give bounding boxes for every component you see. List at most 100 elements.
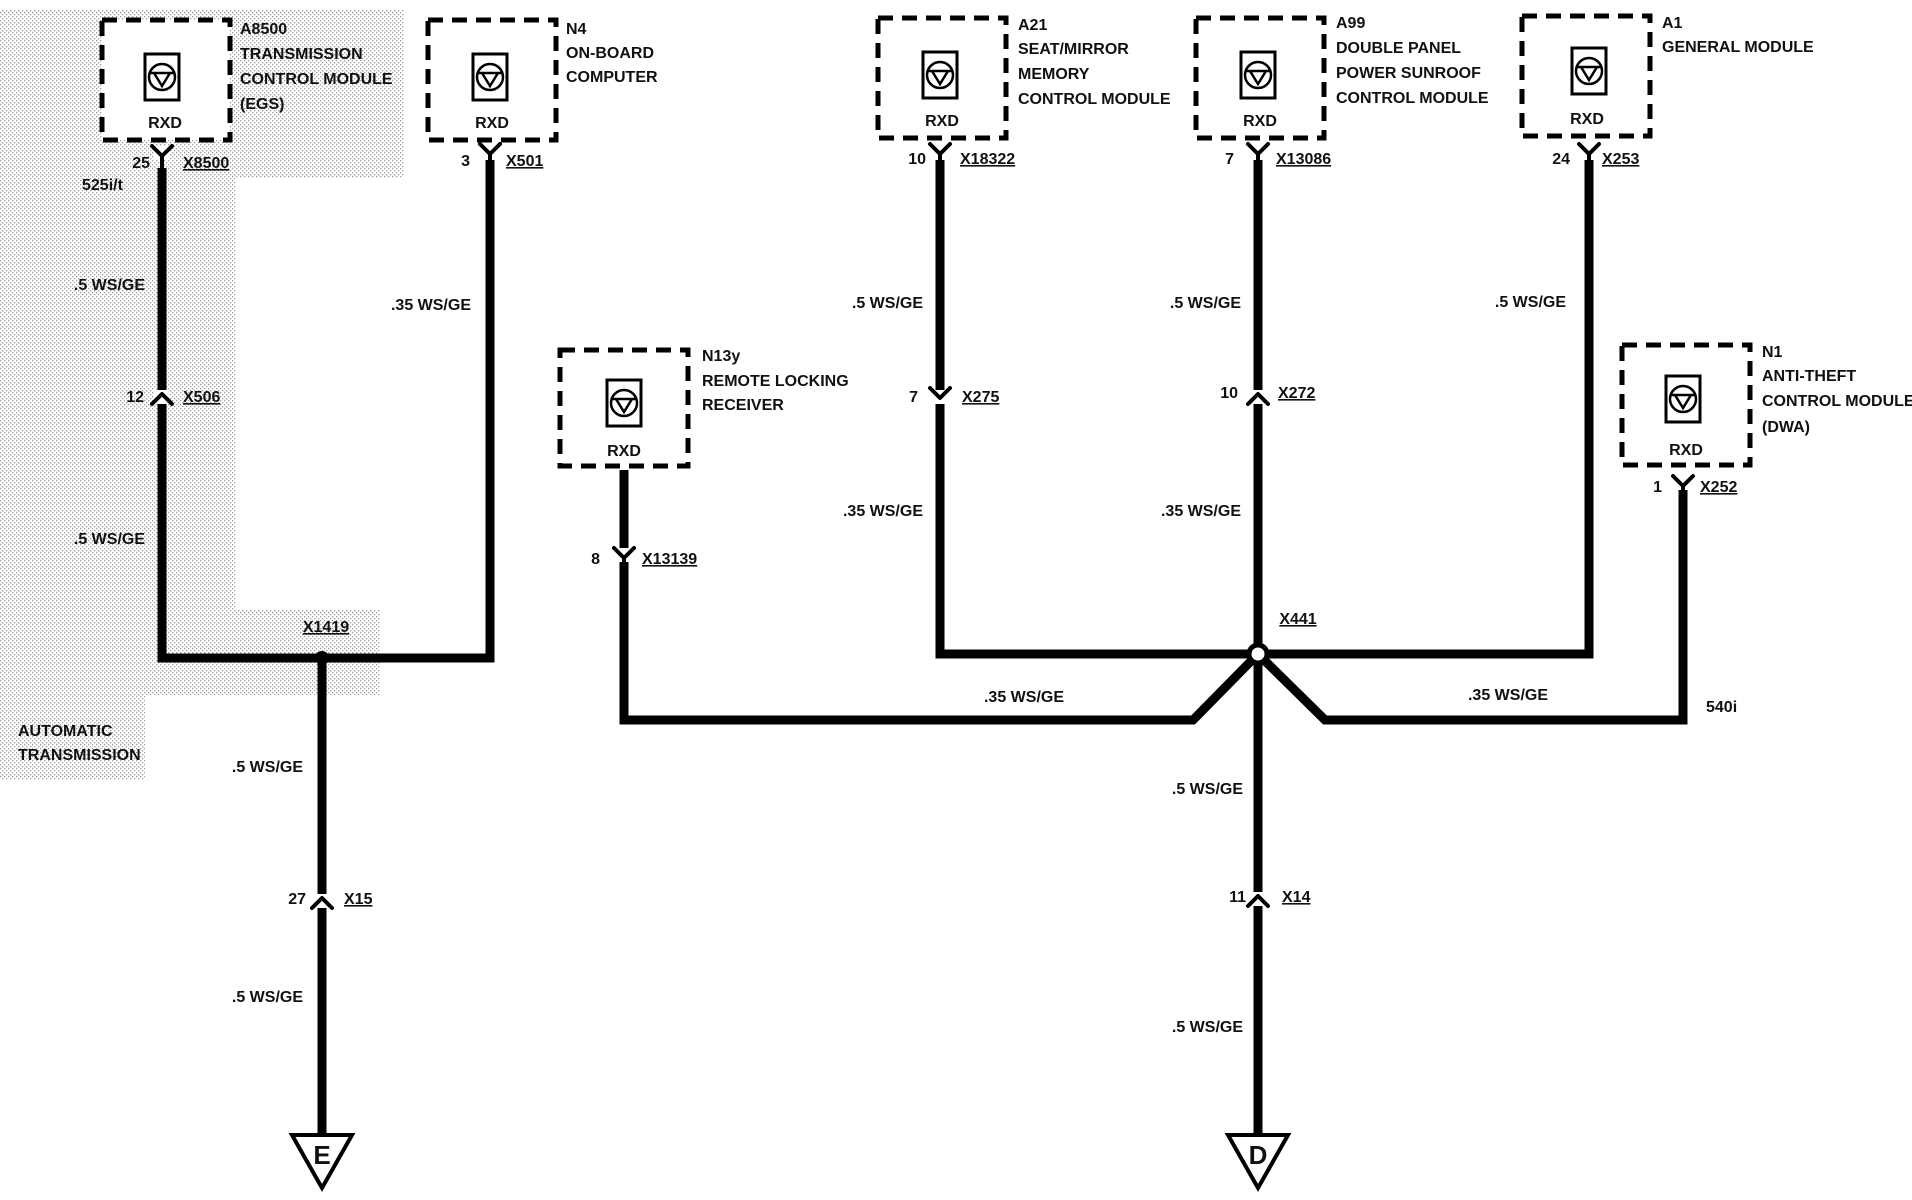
inline-x14 bbox=[1246, 892, 1270, 908]
a21-connector: X18322 bbox=[960, 151, 1015, 168]
n1-pin-number: 1 bbox=[1653, 479, 1662, 496]
pin-x8500 bbox=[150, 144, 174, 172]
wire-label-a99-upper: .5 WS/GE bbox=[1170, 295, 1241, 312]
a99-desc-3: CONTROL MODULE bbox=[1336, 90, 1489, 107]
wire-label-n13y: .35 WS/GE bbox=[984, 689, 1064, 706]
a8500-desc-3: (EGS) bbox=[240, 96, 284, 113]
wire-a8500 bbox=[157, 168, 322, 663]
wire-a1 bbox=[1258, 160, 1594, 659]
inline-x272 bbox=[1246, 390, 1270, 406]
wire-label-a21-upper: .5 WS/GE bbox=[852, 295, 923, 312]
n1-id: N1 bbox=[1762, 344, 1783, 361]
n13y-connector: X13139 bbox=[642, 551, 697, 568]
x272-connector: X272 bbox=[1278, 385, 1315, 402]
x15-pin-number: 27 bbox=[288, 891, 306, 908]
pin-x501 bbox=[478, 142, 502, 168]
n4-connector: X501 bbox=[506, 153, 543, 170]
wire-a21 bbox=[935, 160, 1258, 659]
rxd-module-icon bbox=[925, 60, 955, 90]
a1-connector: X253 bbox=[1602, 151, 1639, 168]
a8500-desc-1: TRANSMISSION bbox=[240, 46, 363, 63]
module-n4: RXD N4 ON-BOARD COMPUTER bbox=[425, 17, 658, 143]
inline-x275 bbox=[928, 386, 952, 404]
a8500-variant-note: 525i/t bbox=[82, 177, 124, 194]
pin-x253 bbox=[1577, 142, 1601, 168]
x506-pin-number: 12 bbox=[126, 389, 144, 406]
x15-connector: X15 bbox=[344, 891, 373, 908]
n1-desc-2: CONTROL MODULE bbox=[1762, 393, 1912, 410]
a8500-connector: X8500 bbox=[183, 155, 229, 172]
x275-connector: X275 bbox=[962, 389, 999, 406]
a1-pin-label: RXD bbox=[1570, 111, 1604, 128]
wire-n4 bbox=[322, 160, 495, 663]
wire-label-n4: .35 WS/GE bbox=[391, 297, 471, 314]
wire-label-n1: .35 WS/GE bbox=[1468, 687, 1548, 704]
n4-pin-label: RXD bbox=[475, 115, 509, 132]
n13y-desc-2: RECEIVER bbox=[702, 397, 784, 414]
x272-pin-number: 10 bbox=[1220, 385, 1238, 402]
splice-x1419 bbox=[315, 651, 329, 665]
module-a99: RXD A99 DOUBLE PANEL POWER SUNROOF CONTR… bbox=[1193, 15, 1489, 141]
n1-pin-label: RXD bbox=[1669, 442, 1703, 459]
wire-label-e-upper: .5 WS/GE bbox=[232, 759, 303, 776]
a21-desc-2: MEMORY bbox=[1018, 66, 1090, 83]
pin-x13086 bbox=[1246, 142, 1270, 168]
n4-id: N4 bbox=[566, 21, 587, 38]
a21-id: A21 bbox=[1018, 17, 1047, 34]
wire-label-d-upper: .5 WS/GE bbox=[1172, 781, 1243, 798]
a1-id: A1 bbox=[1662, 15, 1683, 32]
a8500-pin-label: RXD bbox=[148, 115, 182, 132]
module-a21: RXD A21 SEAT/MIRROR MEMORY CONTROL MODUL… bbox=[875, 15, 1171, 141]
a99-desc-2: POWER SUNROOF bbox=[1336, 65, 1481, 82]
continuation-d: D bbox=[1224, 1133, 1292, 1193]
n4-pin-number: 3 bbox=[461, 153, 470, 170]
wire-n13y bbox=[619, 470, 1262, 725]
x275-pin-number: 7 bbox=[909, 389, 918, 406]
rxd-module-icon bbox=[609, 388, 639, 418]
inline-x15 bbox=[310, 894, 334, 910]
splice-x441 bbox=[1246, 642, 1270, 666]
n4-desc-1: ON-BOARD bbox=[566, 45, 654, 62]
a21-desc-1: SEAT/MIRROR bbox=[1018, 41, 1129, 58]
a1-pin-number: 24 bbox=[1552, 151, 1570, 168]
x506-connector: X506 bbox=[183, 389, 220, 406]
a8500-pin-number: 25 bbox=[132, 155, 150, 172]
continuation-d-label: D bbox=[1249, 1140, 1268, 1170]
wire-label-d-lower: .5 WS/GE bbox=[1172, 1019, 1243, 1036]
a99-pin-number: 7 bbox=[1225, 151, 1234, 168]
rxd-module-icon bbox=[475, 62, 505, 92]
a99-desc-1: DOUBLE PANEL bbox=[1336, 40, 1461, 57]
wires bbox=[157, 160, 1688, 1135]
a21-pin-label: RXD bbox=[925, 113, 959, 130]
wire-label-a21-lower: .35 WS/GE bbox=[843, 503, 923, 520]
n13y-desc-1: REMOTE LOCKING bbox=[702, 373, 849, 390]
automatic-transmission-shading bbox=[0, 10, 404, 780]
n1-connector: X252 bbox=[1700, 479, 1737, 496]
pin-x13139 bbox=[612, 546, 636, 570]
rxd-module-icon bbox=[1574, 56, 1604, 86]
wire-labels: .5 WS/GE .5 WS/GE .35 WS/GE .5 WS/GE .35… bbox=[74, 277, 1566, 1036]
x14-pin-number: 11 bbox=[1229, 889, 1246, 906]
a99-pin-label: RXD bbox=[1243, 113, 1277, 130]
a21-desc-3: CONTROL MODULE bbox=[1018, 91, 1171, 108]
rxd-module-icon bbox=[147, 62, 177, 92]
wire-label-a8500-upper: .5 WS/GE bbox=[74, 277, 145, 294]
module-a1: RXD A1 GENERAL MODULE bbox=[1519, 13, 1814, 139]
connector-labels: 25 X8500 525i/t 3 X501 10 X18322 7 X1308… bbox=[82, 151, 1737, 908]
n4-desc-2: COMPUTER bbox=[566, 69, 658, 86]
rxd-module-icon bbox=[1668, 384, 1698, 414]
a1-desc-1: GENERAL MODULE bbox=[1662, 39, 1814, 56]
module-n13y: RXD N13y REMOTE LOCKING RECEIVER bbox=[557, 347, 849, 469]
n13y-pin-number: 8 bbox=[591, 551, 600, 568]
notes: AUTOMATIC TRANSMISSION 540i bbox=[18, 699, 1737, 764]
a99-connector: X13086 bbox=[1276, 151, 1331, 168]
connector-symbols bbox=[150, 142, 1695, 910]
wire-label-a1: .5 WS/GE bbox=[1495, 294, 1566, 311]
rxd-module-icon bbox=[1243, 60, 1273, 90]
pin-x252 bbox=[1671, 474, 1695, 498]
a21-pin-number: 10 bbox=[908, 151, 926, 168]
splice-x441-label: X441 bbox=[1279, 611, 1316, 628]
a8500-id: A8500 bbox=[240, 21, 287, 38]
n1-desc-3: (DWA) bbox=[1762, 419, 1810, 436]
